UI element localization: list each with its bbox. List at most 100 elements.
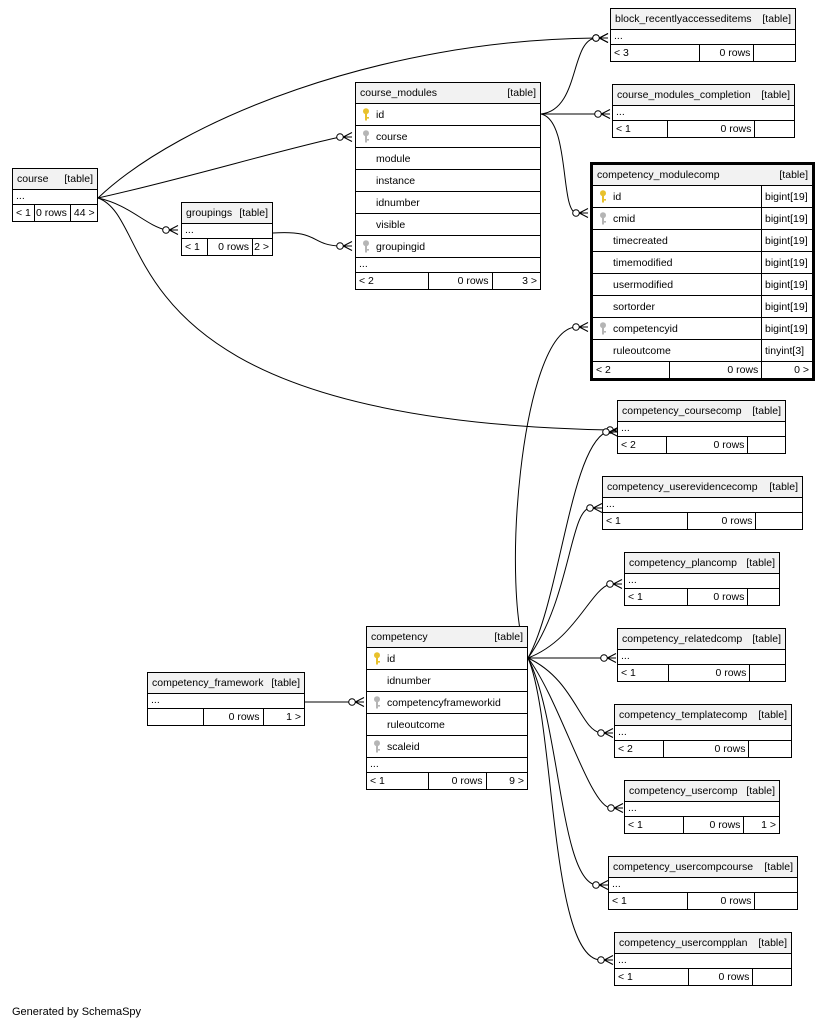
crowfoot-icon [609, 427, 619, 437]
children-count [748, 437, 785, 453]
table-name: groupings [186, 207, 233, 219]
edge-course-groupings [97, 197, 167, 231]
parents-count [148, 709, 205, 725]
table-name: course_modules [360, 87, 438, 99]
column-row: module [356, 148, 540, 170]
column-row: competencyid bigint[19] [593, 318, 812, 340]
optional-marker-icon [607, 804, 615, 812]
row-count: 0 rows [684, 817, 745, 833]
edge-competency-competency-usercompplan [527, 657, 602, 961]
column-name: timecreated [613, 234, 668, 247]
optional-marker-icon [606, 580, 614, 588]
table-type-tag: [table] [239, 207, 268, 219]
edge-course-modules-block-recentlyaccesseditems [540, 37, 597, 115]
column-type: bigint[19] [761, 186, 812, 207]
column-type: bigint[19] [761, 230, 812, 251]
table-block-recentlyaccesseditems[interactable]: block_recentlyaccesseditems[table]...< 3… [610, 8, 796, 62]
column-name: competencyid [613, 322, 678, 335]
more-columns: ... [611, 30, 795, 45]
row-count: 0 rows [688, 893, 756, 909]
table-type-tag: [table] [64, 173, 93, 185]
parents-count: < 1 [618, 665, 670, 681]
table-type-tag: [table] [271, 677, 300, 689]
key-slot [356, 170, 376, 191]
crowfoot-icon [599, 880, 609, 890]
crowfoot-icon [343, 241, 353, 251]
more-columns: ... [182, 224, 272, 239]
children-count [748, 589, 779, 605]
column-type: bigint[19] [761, 274, 812, 295]
table-type-tag: [table] [494, 631, 523, 643]
edge-competency-competency-usercomp [527, 657, 612, 809]
foreign-key-icon [356, 236, 376, 257]
children-count [754, 45, 795, 61]
crowfoot-icon [607, 653, 617, 663]
table-header: competency_usercomp[table] [625, 781, 779, 802]
children-count: 44 > [73, 207, 95, 219]
table-name: competency_plancomp [629, 557, 737, 569]
table-header: course_modules_completion[table] [613, 85, 794, 106]
column-name: timemodified [613, 256, 673, 269]
parents-count: < 1 [603, 513, 689, 529]
parents-count: < 2 [593, 362, 670, 378]
column-row: competencyframeworkid [367, 692, 527, 714]
table-name: competency [371, 631, 428, 643]
table-competency-userevidencecomp[interactable]: competency_userevidencecomp[table]...< 1… [602, 476, 803, 530]
table-name: competency_userevidencecomp [607, 481, 758, 493]
table-type-tag: [table] [746, 785, 775, 797]
row-count: 0 rows [664, 741, 750, 757]
column-name: ruleoutcome [387, 718, 445, 731]
table-type-tag: [table] [752, 405, 781, 417]
table-type-tag: [table] [758, 709, 787, 721]
more-columns: ... [615, 726, 791, 741]
more-columns: ... [356, 258, 540, 273]
table-name: course_modules_completion [617, 89, 751, 101]
crowfoot-icon [604, 955, 614, 965]
crowfoot-icon [604, 728, 614, 738]
column-type: bigint[19] [761, 318, 812, 339]
children-count [755, 121, 794, 137]
table-name: competency_framework [152, 677, 264, 689]
table-type-tag: [table] [762, 13, 791, 25]
column-type: tinyint[3] [761, 340, 812, 361]
row-count: 0 rows [669, 665, 751, 681]
table-header: competency [table] [367, 627, 527, 648]
key-slot [593, 274, 613, 295]
parents-count: < 1 [13, 205, 35, 221]
children-count [755, 893, 797, 909]
column-row: timecreated bigint[19] [593, 230, 812, 252]
column-row: groupingid [356, 236, 540, 258]
key-slot [593, 296, 613, 317]
column-name: id [613, 190, 622, 203]
row-count: 0 rows [700, 45, 755, 61]
more-columns: ... [367, 758, 527, 773]
parents-count: < 3 [611, 45, 700, 61]
row-count: 0 rows [35, 205, 71, 221]
optional-marker-icon [336, 242, 344, 250]
parents-count: < 1 [615, 969, 690, 985]
more-columns: ... [618, 422, 785, 437]
generated-by-label: Generated by SchemaSpy [12, 1006, 142, 1018]
column-name: id [376, 108, 385, 121]
children-count: 2 > [254, 241, 269, 253]
crowfoot-icon [343, 132, 353, 142]
column-name: visible [376, 218, 406, 231]
